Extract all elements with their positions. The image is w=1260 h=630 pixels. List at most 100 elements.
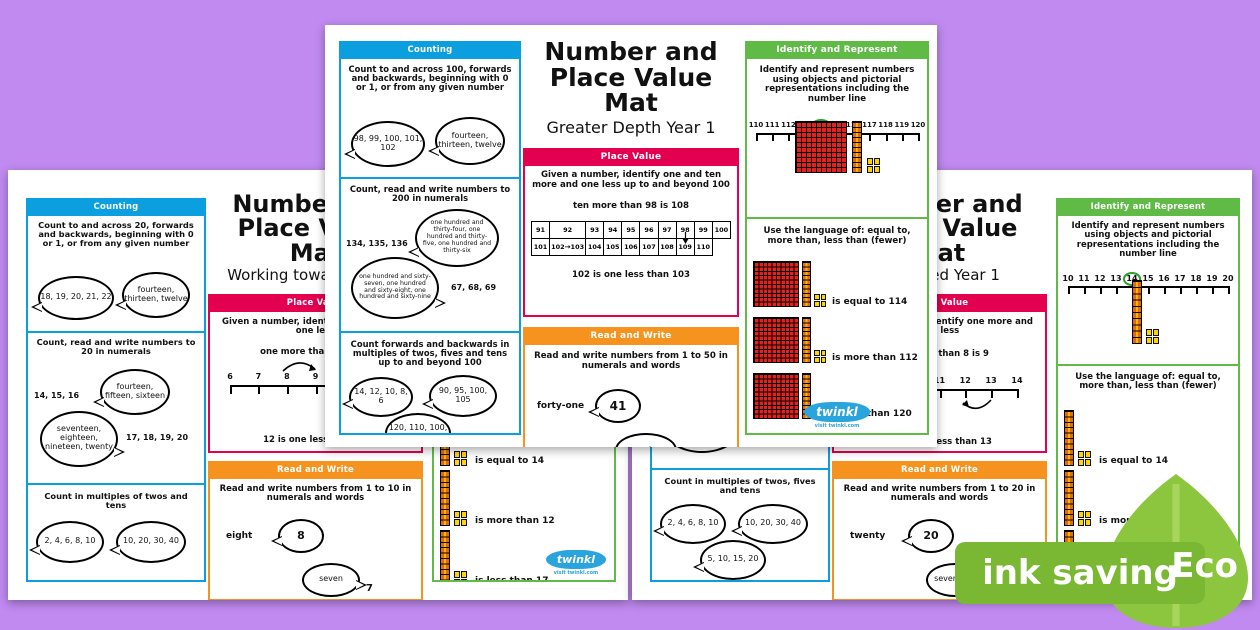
ones-cubes	[454, 570, 467, 580]
panel-identify-represent: Identify and Represent Identify and repr…	[745, 41, 929, 435]
speech-bubble: 90, 95, 100, 105	[422, 374, 497, 417]
down-arrow-icon	[682, 231, 689, 244]
twinkl-wordmark: twinkl	[545, 550, 606, 569]
tens-rod	[1064, 409, 1074, 466]
counting-section-1: Count to and across 100, forwards and ba…	[341, 59, 519, 177]
mat-title-line2: Place Value Mat	[549, 62, 713, 117]
mat-subtitle: Greater Depth Year 1	[546, 117, 716, 137]
place-value-example-bottom: 102 is one less than 103	[572, 269, 690, 280]
read-write-statement: Read and write numbers from 1 to 20 in n…	[843, 483, 1036, 504]
section-divider	[28, 482, 204, 485]
speech-bubble: 2, 4, 6, 8, 10	[653, 503, 726, 544]
bubble-text: one hundred and thirty-four, one hundred…	[422, 219, 492, 254]
section-divider	[652, 467, 828, 470]
speech-bubble: seventeen, eighteen, nineteen, twenty	[40, 410, 125, 467]
panel-counting: Counting Count to and across 20, forward…	[26, 198, 206, 582]
hundred-square	[753, 373, 799, 419]
identify-language-body: Use the language of: equal to, more than…	[747, 219, 927, 433]
mat-title-line2: Place Value Mat	[861, 214, 1018, 267]
counting-statement-2: Count, read and write numbers to 200 in …	[349, 183, 511, 203]
tens-rod	[440, 469, 450, 526]
place-value-example-top: one more than 11 is 12	[260, 346, 371, 357]
bubble-text: 5, 10, 15, 20	[707, 554, 759, 564]
hundred-square	[753, 317, 799, 363]
mat-center-greater-depth[interactable]: Counting Count to and across 100, forwar…	[325, 25, 937, 447]
section-divider	[341, 330, 519, 333]
word-label: twenty	[850, 530, 886, 541]
tens-rod	[1064, 469, 1074, 526]
tens-rod	[440, 529, 450, 580]
read-write-statement: Read and write numbers from 1 to 50 in n…	[534, 351, 728, 371]
panel-place-value: Place Value Given a number, identify one…	[523, 148, 739, 318]
speech-bubble: 2, 4, 6, 8, 10	[29, 520, 104, 563]
eco-label: Eco	[1171, 546, 1238, 586]
hundred-square	[753, 261, 799, 307]
grid-cell-text: 102	[551, 242, 565, 251]
language-statement: Use the language of: equal to, more than…	[763, 226, 911, 246]
bubble-text: one hundred and sixty-seven, one hundred…	[359, 272, 431, 301]
counting-section-2: Count, read and write numbers to 20 in n…	[28, 333, 204, 483]
section-divider	[747, 217, 927, 219]
ones-cubes	[1146, 328, 1159, 344]
grid-cell: 93	[585, 220, 605, 239]
comparison-text: is more than 112	[832, 353, 918, 363]
read-write-body: Read and write numbers from 1 to 10 in n…	[210, 479, 421, 600]
speech-bubble: one hundred and sixty-seven, one hundred…	[351, 256, 446, 319]
comparison-row: is less than 120	[753, 373, 912, 419]
bubble-text: fourteen, thirteen, twelve	[124, 284, 188, 303]
bubble-text: 10, 20, 30, 40	[745, 518, 801, 528]
counting-statement-2: Count, read and write numbers to 20 in n…	[36, 336, 196, 356]
identify-body: Identify and represent numbers using obj…	[747, 59, 927, 217]
numeral-bubble: 41	[588, 389, 641, 424]
bubble-text: seven	[319, 574, 343, 584]
tens-rod	[852, 121, 862, 173]
grid-cell: 104	[585, 237, 605, 256]
comparison-row: is less than 17	[440, 529, 549, 582]
grid-cell: 99	[693, 220, 713, 239]
twinkl-logo: twinkl visit twinkl.com	[804, 401, 870, 429]
grid-cell: 91	[530, 220, 551, 239]
counting-statement-3: Count in multiples of twos, fives and te…	[664, 475, 816, 495]
language-statement: Use the language of: equal to, more than…	[1075, 371, 1221, 392]
bubble-text: 18, 19, 20, 21, 22	[40, 292, 112, 302]
side-label: 14, 15, 16	[34, 390, 80, 400]
panel-read-and-write: Read and Write Read and write numbers fr…	[208, 461, 423, 600]
speech-bubble: 10, 20, 30, 40	[109, 520, 186, 563]
panel-header-place-value: Place Value	[525, 150, 737, 167]
place-value-example-bottom: 12 is one less than 13	[263, 435, 368, 446]
counting-section-3: Count in multiples of twos, fives and te…	[652, 470, 828, 581]
grid-cell-pair: 102→103	[549, 237, 587, 256]
comparison-row: is more than 12	[440, 469, 555, 526]
word-label: eight	[226, 530, 253, 541]
grid-cell: 110	[693, 237, 713, 256]
comparison-text: is equal to 14	[1099, 455, 1168, 466]
grid-cell: 94	[603, 220, 623, 239]
place-value-statement: Given a number, identify one more and on…	[222, 316, 409, 337]
bubble-text: fourteen, thirteen, twelve	[438, 130, 502, 149]
hundred-square-grid: 91 92 93 94 95 96 97 98	[530, 220, 732, 256]
comparison-text: is equal to 114	[832, 297, 908, 307]
ink-saving-label: ink saving	[982, 553, 1178, 593]
bubble-text: 2, 4, 6, 8, 10	[44, 536, 96, 546]
numeral-label: 7	[366, 582, 373, 594]
section-divider	[1058, 363, 1238, 366]
panel-header-identify: Identify and Represent	[747, 43, 927, 59]
comparison-text: is less than 17	[475, 575, 549, 582]
twinkl-wordmark: twinkl	[804, 402, 870, 422]
base-ten-representation	[795, 121, 880, 173]
mat-center-column: Number and Place Value Mat Greater Depth…	[523, 39, 739, 447]
bubble-text: fourteen, fifteen, sixteen	[104, 381, 166, 400]
bubble-text: 2, 4, 6, 8, 10	[667, 518, 719, 528]
counting-statement-3: Count in multiples of twos and tens	[44, 490, 188, 510]
ones-cubes	[867, 158, 880, 173]
counting-section-3: Count forwards and backwards in multiple…	[341, 333, 519, 433]
place-value-statement: Given a number, identify one and ten mor…	[532, 170, 730, 190]
speech-bubble: 120, 110, 100, 90	[385, 412, 451, 433]
base-ten-representation	[1132, 279, 1159, 344]
place-value-example-bottom: 12 is one less than 13	[887, 437, 992, 448]
speech-bubble: fourteen, thirteen, twelve	[428, 116, 505, 165]
counting-statement-1: Count to and across 20, forwards and bac…	[38, 219, 194, 249]
bubble-text: seventeen	[625, 445, 667, 447]
grid-cell: 107	[639, 237, 659, 256]
